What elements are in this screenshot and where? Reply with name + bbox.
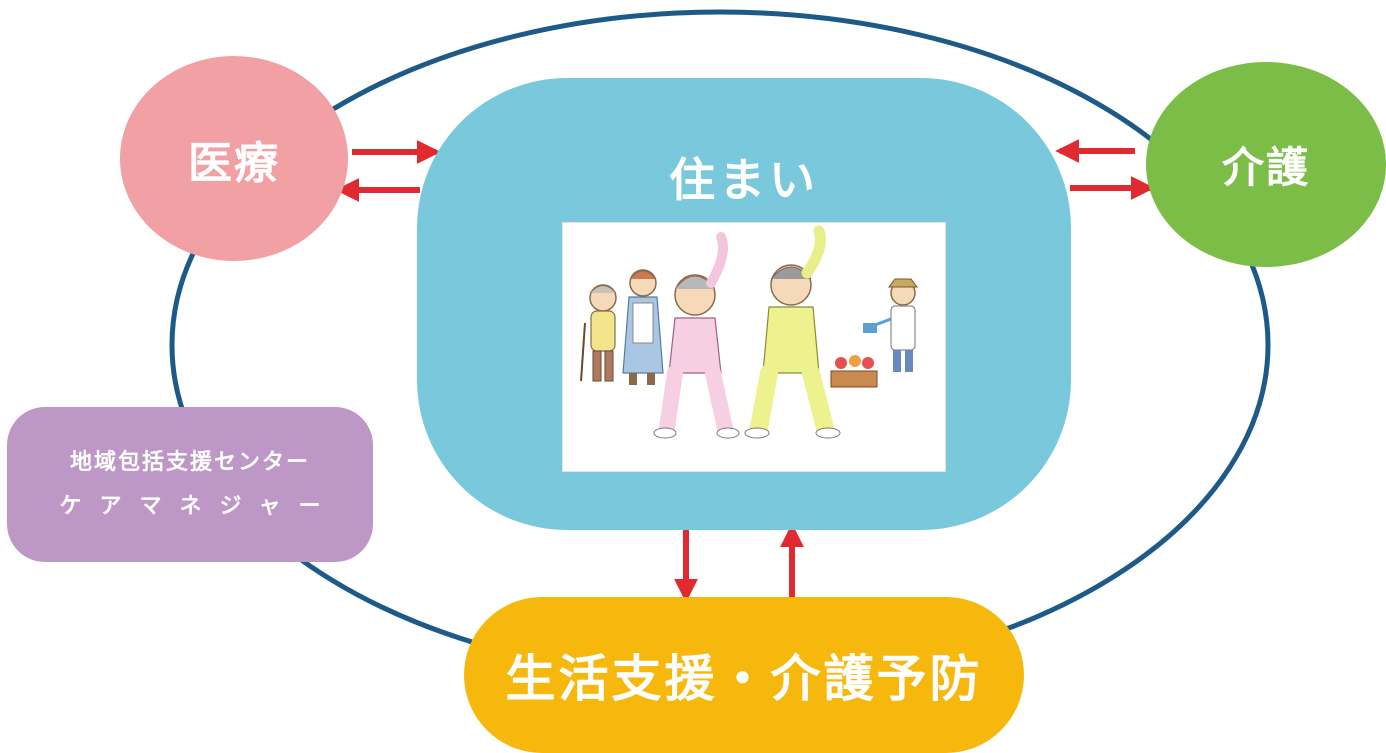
node-care-label: 介護	[1221, 143, 1310, 192]
node-housing: 住まい	[417, 78, 1071, 530]
node-community-center: 地域包括支援センター ケアマネジャー	[7, 407, 373, 562]
node-community-center-label: 地域包括支援センター	[69, 449, 310, 475]
node-care: 介護	[1146, 62, 1386, 267]
node-life-support-label: 生活支援・介護予防	[505, 650, 983, 708]
node-life-support: 生活支援・介護予防	[464, 597, 1024, 753]
node-care-manager-label: ケアマネジャー	[59, 493, 339, 519]
woman-pink-exercising-figure	[653, 232, 740, 439]
woman-blue-dress-figure	[622, 269, 664, 385]
node-housing-label: 住まい	[669, 153, 819, 207]
gardener-figure	[863, 278, 918, 372]
elderly-woman-figure	[580, 284, 617, 382]
node-medical-label: 医療	[188, 137, 280, 189]
node-medical: 医療	[120, 56, 348, 261]
elderly-people-exercising-illustration	[562, 222, 946, 472]
flower-planter-illustration	[830, 355, 878, 388]
man-yellow-exercising-figure	[744, 225, 841, 439]
